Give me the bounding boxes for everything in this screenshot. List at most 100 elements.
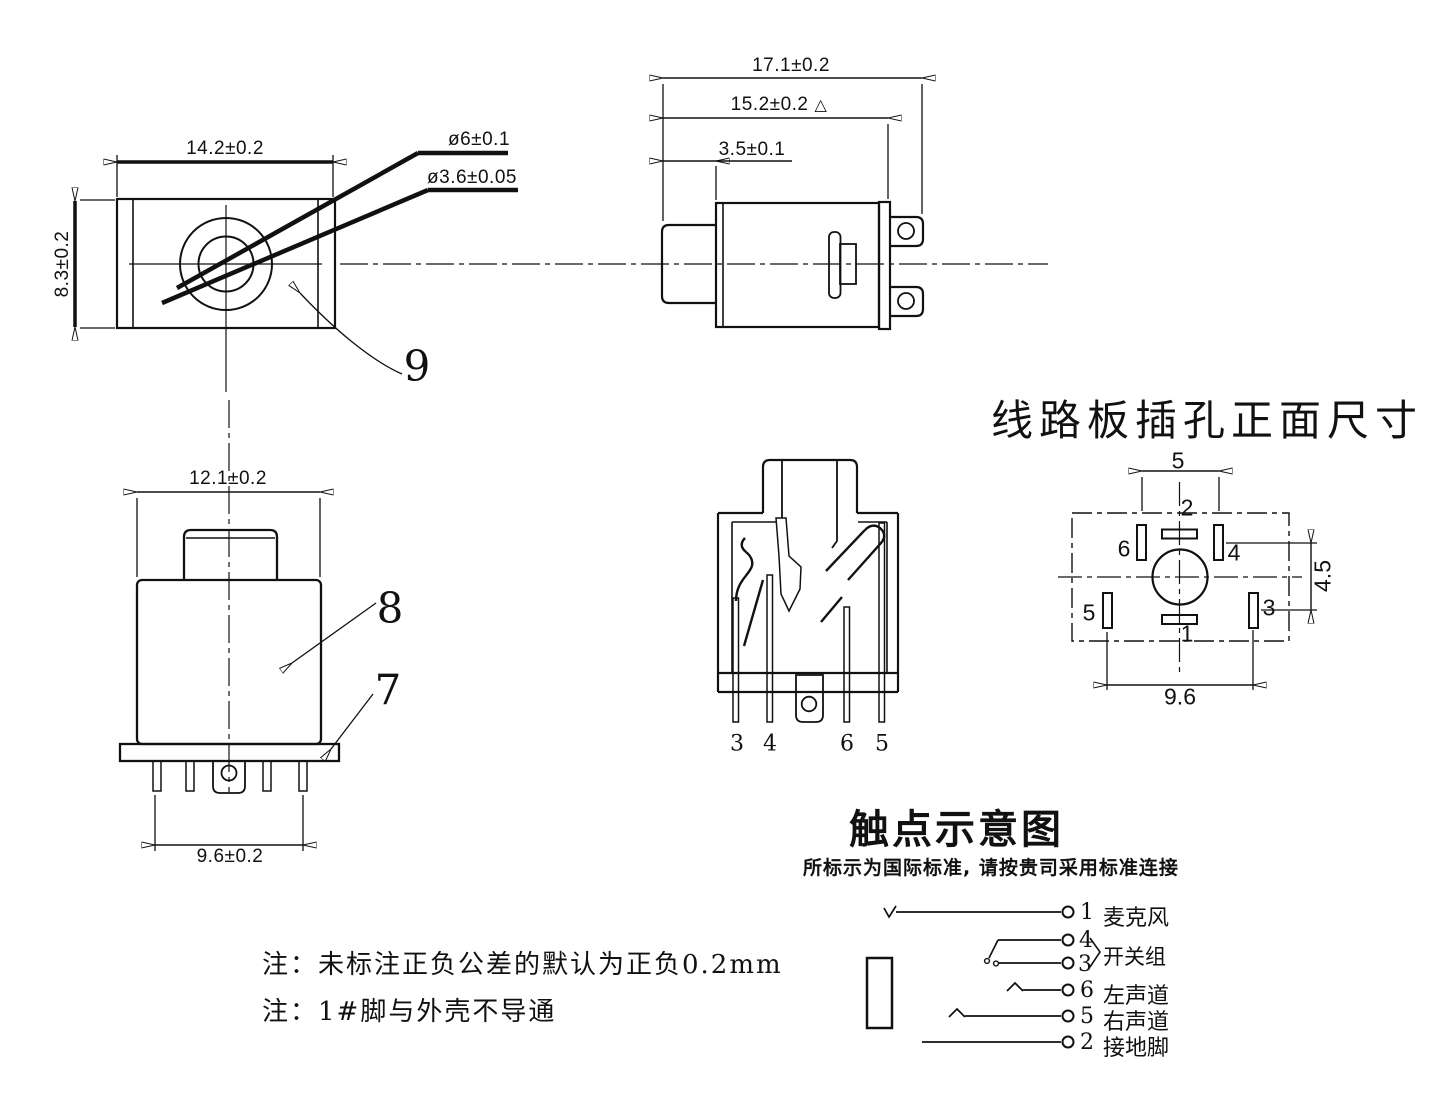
dim-side-overall-text: 17.1±0.2 [752,55,830,76]
section-mount-tab [795,674,824,723]
pcb-view-title: 线路板插孔正面尺寸 [991,396,1424,445]
pcb-view [1058,482,1302,673]
bottom-view [118,528,341,794]
pad-4-label: 4 [1227,539,1241,566]
terminal-4 [1061,933,1075,947]
leader-inner-dia [161,187,518,306]
dim-bottom-width [137,492,320,577]
side-view [660,200,925,331]
contact-row-5: 5 右声道 [1080,1004,1169,1036]
part-label-7: 7 [374,665,402,715]
pad-3-slot [1248,592,1259,629]
terminal-6 [1061,983,1075,997]
contact-spring-right [825,524,886,581]
dim-front-height-text: 8.3±0.2 [52,230,73,298]
mount-tab-hole [220,764,238,782]
pad-1-slot [1161,614,1198,625]
hatched-pin-section [775,517,802,613]
contact-row-5-pin: 5 [1080,1004,1094,1029]
contact-row-6-pin: 6 [1080,978,1094,1003]
contact-row-2-pin: 2 [1080,1030,1094,1055]
terminal-5 [1061,1009,1075,1023]
part-label-8: 8 [376,583,404,633]
contact-diagram-subtitle: 所标示为国际标准, 请按贵司采用标准连接 [803,857,1179,879]
pcb-outline [1071,512,1290,642]
dim-pcb-right [1226,543,1317,610]
pin-5-lead [878,522,886,723]
dim-outer-dia-text: ø6±0.1 [447,129,511,150]
pad-2-slot [1161,528,1198,540]
terminal-2 [1061,1035,1075,1049]
contact-row-1: 1 麦克风 [1080,900,1169,932]
dim-bottom-pin-span [155,795,303,851]
section-pin-3-label: 3 [730,731,744,757]
dim-pcb-bottom [1107,630,1253,690]
section-knob [761,458,859,513]
note-pin1-shell: 注：1#脚与外壳不导通 [262,997,557,1027]
dim-pcb-top [1142,471,1219,511]
dim-inner-dia-text: ø3.6±0.05 [427,167,517,188]
contact-row-1-label: 麦克风 [1103,906,1170,931]
upper-tab [890,215,925,248]
pad-4-slot [1213,524,1224,561]
pin-4-lead [766,574,774,723]
dim-bottom-pin-span-text: 9.6±0.2 [196,846,264,867]
pad-3-label: 3 [1262,594,1276,621]
pin-3-lead [732,597,740,723]
contact-row-4: 4 [1079,928,1093,953]
part-label-9: 9 [403,341,431,391]
pad-5-label: 5 [1082,599,1096,626]
dim-front-width [117,155,333,197]
pad-6-slot [1136,524,1147,561]
dim-front-width-text: 14.2±0.2 [186,138,264,159]
section-view [716,458,900,723]
front-view [115,197,337,392]
leader-outer-dia [175,150,508,290]
contact-row-2-label: 接地脚 [1103,1036,1170,1061]
spring-contact-symbol-6 [1006,981,1024,992]
switch-pivot-a [983,957,991,965]
center-hole [1151,548,1209,606]
contact-spring-left [734,537,754,602]
leader-part-9 [300,293,403,375]
dim-side-front-text: 3.5±0.1 [718,139,786,160]
contact-row-5-label: 右声道 [1103,1010,1170,1035]
keyhole-slot [828,231,842,299]
dim-front-height [75,200,115,328]
dim-side-body-text: 15.2±0.2 △ [731,94,828,116]
section-pin-4-label: 4 [763,731,777,757]
section-pin-6-label: 6 [840,731,854,757]
contact-schematic [865,905,1101,1049]
contact-row-1-pin: 1 [1080,900,1094,925]
pin-6-lead [843,606,851,723]
dim-side-body-value: 15.2±0.2 [730,94,809,115]
base-plate [118,742,341,763]
contact-row-6: 6 左声道 [1080,978,1169,1010]
pad-5-slot [1102,592,1113,629]
contact-row-3-pin: 3 [1078,952,1092,977]
switch-group-label: 开关组 [1103,945,1166,969]
contact-spring-right-lower [820,596,843,623]
tip-contact-symbol [883,905,897,919]
section-pin-5-label: 5 [875,731,889,757]
note-tolerance: 注：未标注正负公差的默认为正负0.2mm [262,950,783,980]
triangle-flag-icon: △ [814,97,828,114]
centerlines [228,263,1048,792]
dim-side-overall [663,78,922,221]
dim-pcb-right-text: 4.5 [1309,560,1336,592]
lower-tab [890,285,925,318]
terminal-1 [1061,905,1075,919]
contact-spring-left-lower [742,579,765,647]
plug-symbol [865,956,894,1030]
dim-pcb-top-text: 5 [1171,447,1185,474]
dim-side-front [663,161,792,200]
dim-pcb-bottom-text: 9.6 [1164,683,1196,710]
lower-tab-hole [897,292,915,310]
switch-group-bracket [1089,937,1101,968]
top-knob [182,528,279,580]
section-mount-tab-hole [800,695,818,713]
pad-2-label: 2 [1180,494,1194,521]
contact-row-2: 2 接地脚 [1080,1030,1169,1062]
